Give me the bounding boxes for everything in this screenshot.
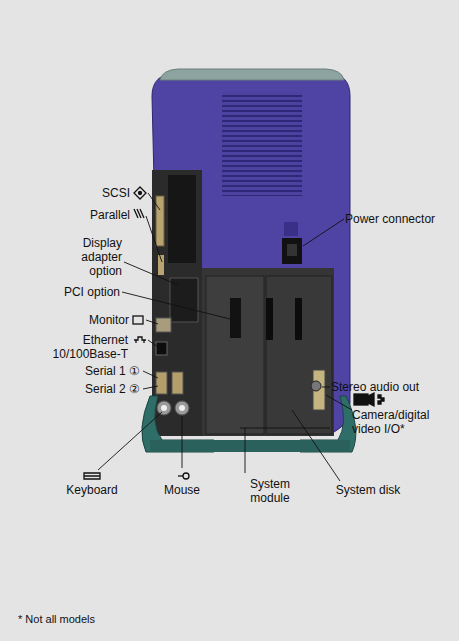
main-panel xyxy=(311,381,321,391)
label-icons xyxy=(133,316,143,324)
leader-lines xyxy=(148,193,160,210)
part-label: Display adapter option xyxy=(62,236,122,278)
part-label: Stereo audio out xyxy=(331,380,455,394)
main-panel xyxy=(266,276,332,434)
label-icons xyxy=(354,394,368,405)
part-label: Camera/digital video I/O* xyxy=(352,408,448,436)
io-panel xyxy=(156,196,164,246)
base-feet xyxy=(150,440,350,452)
part-label: Keyboard xyxy=(42,483,142,497)
label-icons xyxy=(134,337,146,343)
main-panel xyxy=(206,276,264,434)
part-label: Parallel xyxy=(40,208,130,222)
leader-lines xyxy=(292,410,340,481)
label-icons xyxy=(378,395,384,404)
label-icons xyxy=(134,187,146,199)
io-panel xyxy=(172,372,183,394)
part-label: SCSI xyxy=(60,186,130,200)
power-connector xyxy=(287,244,297,256)
io-panel xyxy=(156,318,171,332)
leader-lines xyxy=(146,320,158,324)
leader-lines xyxy=(303,219,344,246)
power-connector xyxy=(282,238,302,264)
housing xyxy=(222,92,302,196)
part-label: PCI option xyxy=(20,285,120,299)
leader-lines xyxy=(182,416,183,468)
leader-lines xyxy=(322,387,330,388)
main-panel xyxy=(202,268,334,436)
io-panel xyxy=(170,278,198,322)
leader-lines xyxy=(240,428,330,473)
part-label: Serial 1 ① xyxy=(30,364,140,378)
housing xyxy=(284,222,298,236)
io-panel xyxy=(168,175,196,263)
leader-lines xyxy=(146,216,162,262)
label-icons xyxy=(84,187,384,479)
label-icons xyxy=(84,473,100,479)
io-panel xyxy=(179,405,185,411)
leader-lines xyxy=(122,292,234,320)
label-icons xyxy=(134,209,144,218)
part-label: Ethernet 10/100Base-T xyxy=(38,333,128,361)
io-panel xyxy=(175,401,189,415)
main-panel xyxy=(266,298,273,340)
leader-lines xyxy=(148,340,158,347)
leader-lines xyxy=(124,262,178,285)
main-panel xyxy=(295,298,302,340)
leader-lines xyxy=(143,386,158,389)
label-icons xyxy=(139,192,142,195)
io-panel xyxy=(161,405,167,411)
part-label: Monitor xyxy=(40,313,129,327)
io-panel xyxy=(156,372,167,394)
leader-lines xyxy=(326,395,352,410)
part-label: * Not all models xyxy=(18,612,218,626)
leader-lines xyxy=(143,371,158,378)
housing xyxy=(160,69,344,80)
label-icons xyxy=(183,473,189,479)
label-icons xyxy=(178,475,183,476)
main-panel xyxy=(202,268,334,436)
power-connector xyxy=(282,238,302,264)
part-label: System module xyxy=(240,477,300,505)
io-panel xyxy=(156,342,167,355)
label-icons xyxy=(368,393,374,406)
leader-lines xyxy=(98,193,352,481)
part-label: Serial 2 ② xyxy=(30,382,140,396)
base-feet xyxy=(142,396,356,452)
part-label: System disk xyxy=(318,483,418,497)
io-panel xyxy=(157,401,171,415)
leader-lines xyxy=(98,412,162,470)
part-label: Power connector xyxy=(345,212,455,226)
main-panel xyxy=(230,298,241,338)
part-label: Mouse xyxy=(137,483,227,497)
